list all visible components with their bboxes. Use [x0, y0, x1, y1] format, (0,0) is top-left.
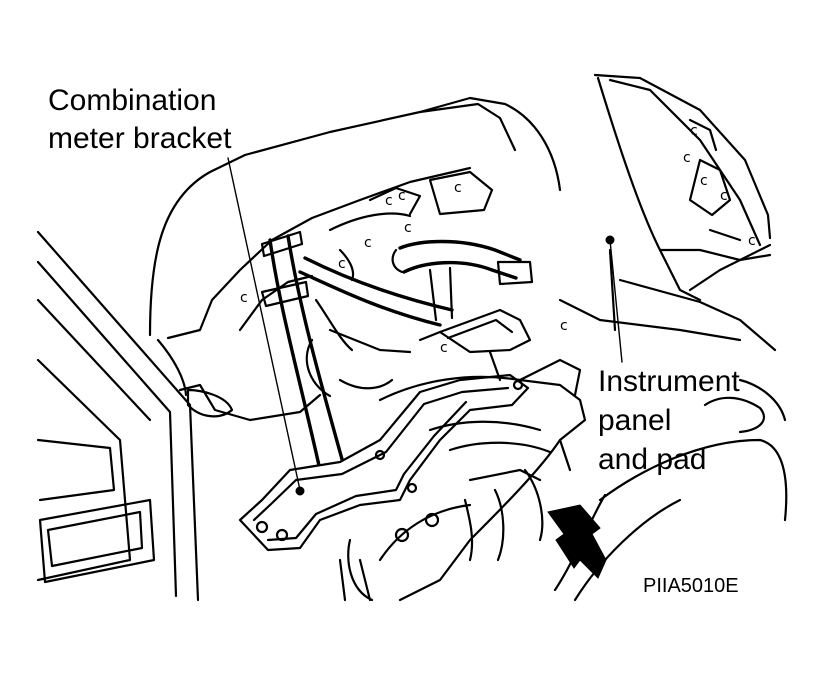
svg-text:c: c [398, 188, 406, 204]
svg-text:c: c [690, 123, 698, 139]
svg-text:c: c [404, 220, 412, 236]
svg-text:c: c [240, 290, 248, 306]
label-line: meter bracket [48, 122, 232, 155]
label-line: and pad [598, 443, 707, 476]
panel-leader-dot [605, 235, 615, 245]
svg-text:c: c [683, 150, 691, 166]
svg-text:c: c [385, 193, 393, 209]
down-right-arrow-icon [547, 504, 607, 579]
svg-text:c: c [560, 318, 568, 334]
upper-dash-cover [148, 96, 562, 422]
leader-lines [227, 157, 623, 496]
instrument-panel-pad: c c c c c [558, 73, 777, 352]
svg-text:c: c [338, 256, 346, 272]
wiring-harness: c c c c c c c c c [240, 170, 568, 472]
combination-meter-bracket [238, 308, 532, 552]
svg-text:c: c [700, 173, 708, 189]
bracket-leader-dot [295, 486, 305, 496]
svg-text:c: c [720, 188, 728, 204]
label-line: Instrument [598, 365, 740, 398]
figure-code: PIIA5010E [643, 575, 739, 597]
label-line: panel [598, 404, 672, 437]
svg-text:c: c [454, 180, 462, 196]
meter-housing [338, 358, 587, 602]
instrument-panel-and-pad-label: Instrument panel and pad [598, 362, 740, 479]
combination-meter-bracket-label: Combination meter bracket [48, 82, 231, 158]
center-console-trim [36, 230, 200, 602]
svg-text:c: c [748, 233, 756, 249]
svg-text:c: c [364, 235, 372, 251]
lower-right-panel [553, 378, 788, 602]
svg-text:c: c [440, 340, 448, 356]
label-line: Combination [48, 84, 217, 117]
